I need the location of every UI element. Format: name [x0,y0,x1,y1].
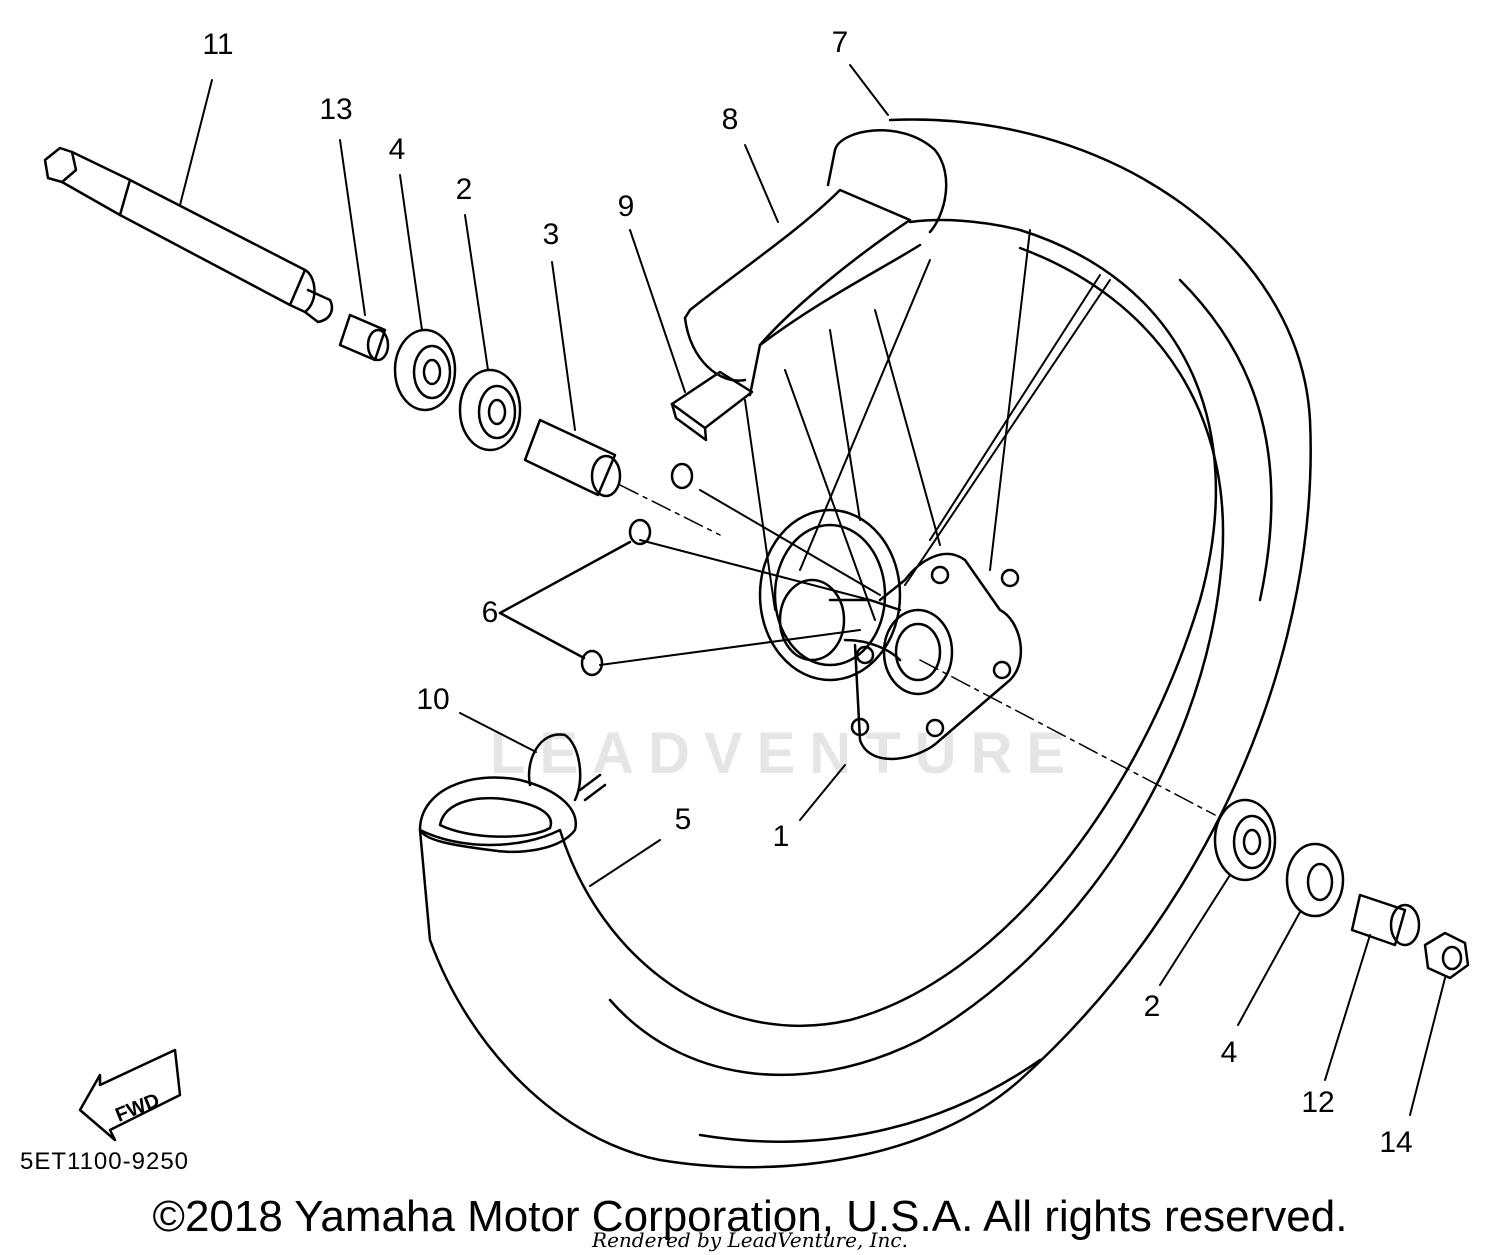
seal-right-4 [1285,842,1345,918]
callout-12: 12 [1301,1086,1335,1119]
rivets [498,462,694,677]
callout-4b: 4 [1220,1036,1238,1069]
bearing-left-4 [393,328,457,412]
callout-1: 1 [772,820,790,853]
callout-3: 3 [542,218,560,251]
callout-10: 10 [416,683,450,716]
callout-2b: 2 [1143,990,1161,1023]
callout-2a: 2 [455,173,473,206]
collar-12 [1350,893,1421,947]
callout-13: 13 [319,93,353,126]
watermark: LEADVENTURE [490,721,1080,786]
rendered-by: Rendered by LeadVenture, Inc. [592,1228,908,1252]
callout-6: 6 [481,596,499,629]
callout-5: 5 [674,803,692,836]
fwd-arrow-icon: FWD [78,1048,182,1142]
rim-band [683,188,922,397]
diagram-code: 5ET1100-9250 [20,1148,190,1175]
callout-9: 9 [617,190,635,223]
collar-13 [338,313,390,362]
callout-7: 7 [831,26,849,59]
bearing-left-2 [458,368,522,452]
axis-line [619,484,1216,816]
callout-4a: 4 [388,133,406,166]
spacer-3 [523,418,622,498]
bearing-right-2 [1213,798,1277,882]
rim-tape [670,370,754,442]
spokes [599,229,1111,666]
callout-8: 8 [721,103,739,136]
copyright-notice: ©2018 Yamaha Motor Corporation, U.S.A. A… [152,1192,1348,1241]
fwd-label: FWD [112,1089,162,1126]
leader-lines [179,64,1446,1116]
axle [43,146,334,324]
hub [758,508,1023,761]
nut-14 [1423,931,1470,980]
tube [418,733,607,854]
callout-14: 14 [1379,1126,1413,1159]
callout-11: 11 [202,28,234,61]
